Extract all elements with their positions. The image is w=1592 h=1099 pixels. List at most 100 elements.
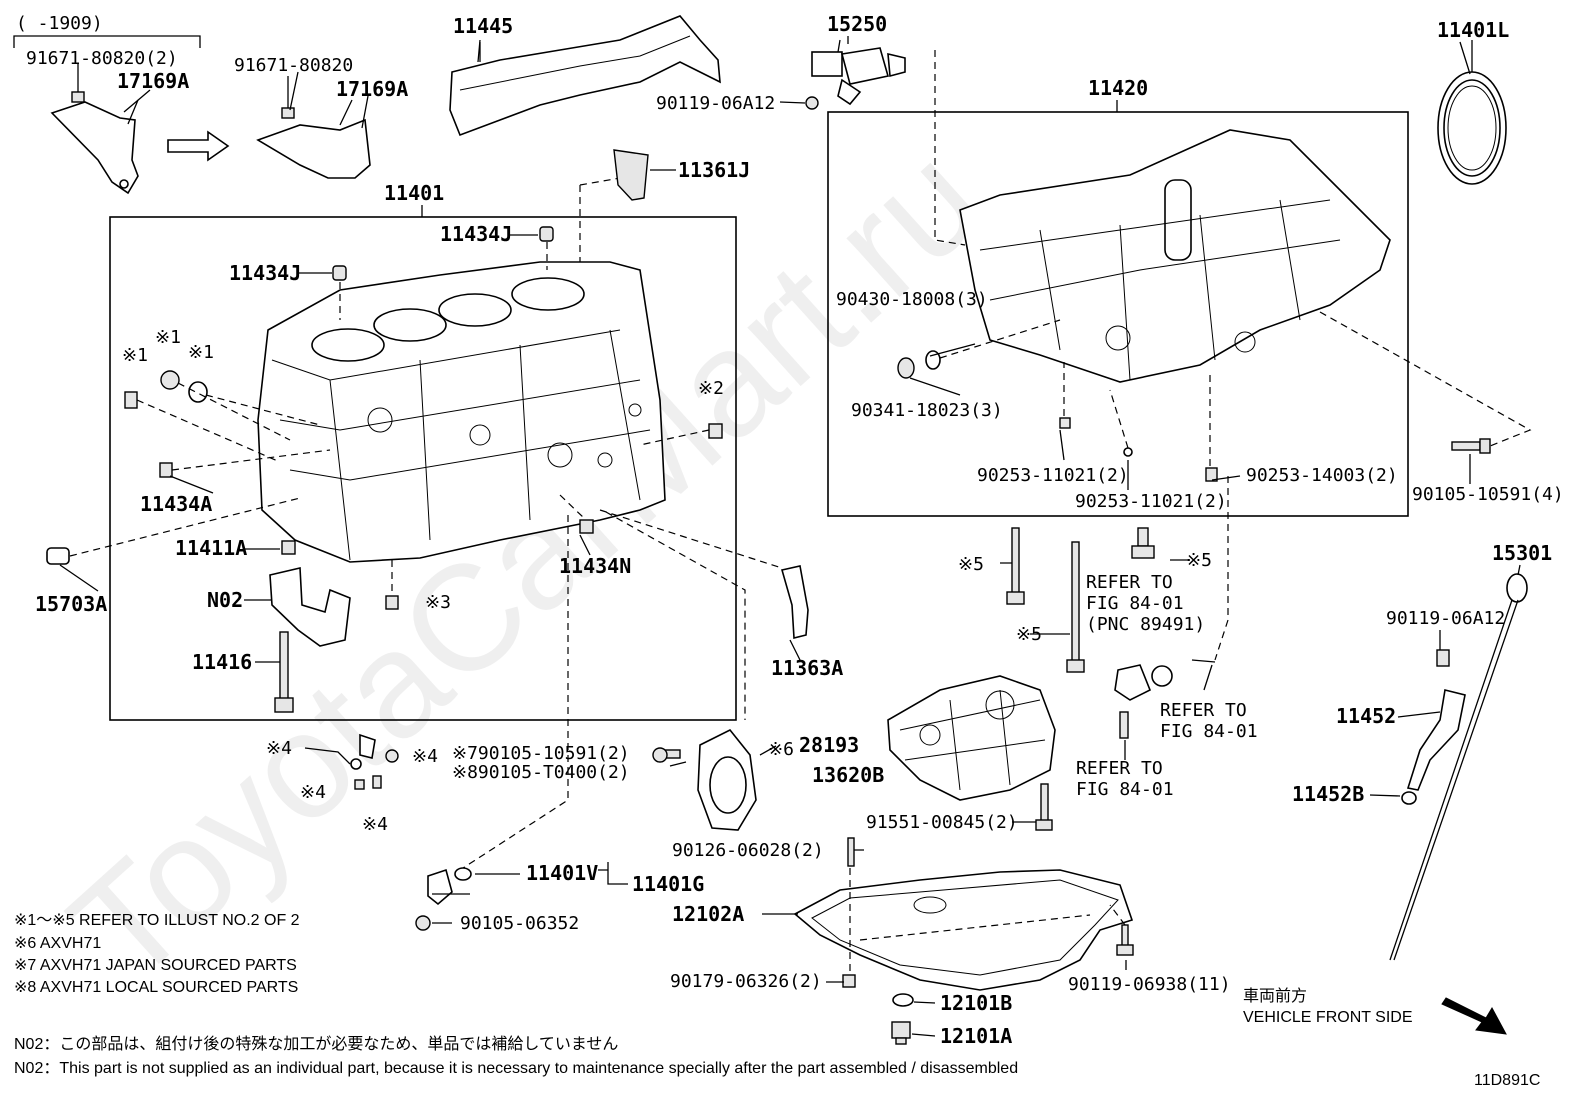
- cap-11434j-b[interactable]: [332, 265, 347, 281]
- drain-plug-12101a[interactable]: [891, 1021, 911, 1045]
- label-90119-06a12-right[interactable]: 90119-06A12: [1386, 608, 1505, 629]
- label-13620b[interactable]: 13620B: [812, 763, 884, 787]
- label-11401v[interactable]: 11401V: [526, 861, 598, 885]
- label-refer-1c[interactable]: (PNC 89491): [1086, 614, 1205, 635]
- cap-11434j-a[interactable]: [539, 226, 554, 242]
- label-n02[interactable]: N02: [207, 588, 243, 612]
- label-11401l[interactable]: 11401L: [1437, 18, 1509, 42]
- label-90119-06a12-top[interactable]: 90119-06A12: [656, 93, 775, 114]
- label-11452[interactable]: 11452: [1336, 704, 1396, 728]
- oil-seal-11401l[interactable]: [1437, 40, 1507, 185]
- cover-11445[interactable]: [449, 15, 721, 137]
- label-91671-80820[interactable]: 91671-80820: [234, 55, 353, 76]
- seal-90430[interactable]: [925, 350, 941, 370]
- pin-90253-a[interactable]: [1059, 417, 1071, 429]
- label-refer-3b[interactable]: FIG 84-01: [1076, 779, 1174, 800]
- label-15301[interactable]: 15301: [1492, 541, 1552, 565]
- bolt-90105-10591[interactable]: [1451, 438, 1491, 454]
- k4-parts[interactable]: [304, 733, 399, 790]
- label-12102a[interactable]: 12102A: [672, 902, 744, 926]
- bracket-17169a-old[interactable]: [50, 101, 139, 195]
- label-11401g[interactable]: 11401G: [632, 872, 704, 896]
- dipstick-15301[interactable]: [1389, 573, 1528, 961]
- stud-90126[interactable]: [847, 837, 855, 867]
- label-90253-14003[interactable]: 90253-14003(2): [1246, 465, 1398, 486]
- bolt-11416[interactable]: [274, 631, 294, 713]
- label-refer-2b[interactable]: FIG 84-01: [1160, 721, 1258, 742]
- label-90126-06028[interactable]: 90126-06028(2): [672, 840, 824, 861]
- bolt-k5-c[interactable]: [1131, 527, 1155, 559]
- label-11434n[interactable]: 11434N: [559, 554, 631, 578]
- bolt-k5-a[interactable]: [1006, 527, 1025, 605]
- plug-15703a[interactable]: [46, 547, 70, 565]
- bearing-cap-n02[interactable]: [269, 567, 351, 647]
- bolt-90105-06352[interactable]: [415, 915, 431, 931]
- label-12101a[interactable]: 12101A: [940, 1024, 1012, 1048]
- label-11434j-a[interactable]: 11434J: [440, 222, 512, 246]
- gasket-28193[interactable]: [697, 728, 757, 831]
- label-11401[interactable]: 11401: [384, 181, 444, 205]
- plug-90341[interactable]: [897, 357, 915, 379]
- label-refer-2a[interactable]: REFER TO: [1160, 700, 1247, 721]
- label-12101b[interactable]: 12101B: [940, 991, 1012, 1015]
- bolt-90105-k7[interactable]: [652, 747, 681, 763]
- plug-set-1[interactable]: [124, 370, 208, 478]
- pin-k3[interactable]: [385, 595, 399, 610]
- label-11434a[interactable]: 11434A: [140, 492, 212, 516]
- pin-11411a[interactable]: [281, 540, 296, 555]
- label-90105-10591-4[interactable]: 90105-10591(4): [1412, 484, 1564, 505]
- bolt-91551[interactable]: [1035, 783, 1053, 831]
- oil-pump-13620b[interactable]: [887, 675, 1056, 801]
- pin-90253-14003[interactable]: [1205, 467, 1218, 482]
- label-11363a[interactable]: 11363A: [771, 656, 843, 680]
- label-90341-18023[interactable]: 90341-18023(3): [851, 400, 1003, 421]
- label-90105-06352[interactable]: 90105-06352: [460, 913, 579, 934]
- label-11420[interactable]: 11420: [1088, 76, 1148, 100]
- label-90430-18008[interactable]: 90430-18008(3): [836, 289, 988, 310]
- label-28193[interactable]: 28193: [799, 733, 859, 757]
- bolt-refer-84-01[interactable]: [1119, 711, 1129, 739]
- label-15250[interactable]: 15250: [827, 12, 887, 36]
- pin-11434n[interactable]: [579, 519, 594, 534]
- bolt-91671[interactable]: [71, 91, 85, 103]
- label-refer-1b[interactable]: FIG 84-01: [1086, 593, 1184, 614]
- label-91551-00845[interactable]: 91551-00845(2): [866, 812, 1018, 833]
- label-90119-06938[interactable]: 90119-06938(11): [1068, 974, 1231, 995]
- label-11361j[interactable]: 11361J: [678, 158, 750, 182]
- label-k7-90105-10591[interactable]: ※790105-10591(2): [452, 743, 630, 764]
- bracket-17169a-new[interactable]: [256, 118, 371, 179]
- cap-11361j[interactable]: [613, 149, 649, 201]
- oil-control-valve-15250[interactable]: [811, 36, 906, 106]
- label-90253-11021-a[interactable]: 90253-11021(2): [977, 465, 1129, 486]
- oil-pan-upper-11420[interactable]: [959, 129, 1391, 383]
- label-91671-80820-2[interactable]: 91671-80820(2): [26, 48, 178, 69]
- label-11416[interactable]: 11416: [192, 650, 252, 674]
- cylinder-block-11401[interactable]: [257, 261, 666, 563]
- bolt-90119-06a12-right[interactable]: [1436, 649, 1450, 667]
- plug-11401v[interactable]: [454, 867, 472, 881]
- label-90253-11021-b[interactable]: 90253-11021(2): [1075, 491, 1227, 512]
- nut-90179[interactable]: [842, 974, 856, 988]
- pin-11434[interactable]: [708, 423, 723, 439]
- label-refer-1a[interactable]: REFER TO: [1086, 572, 1173, 593]
- guide-11452[interactable]: [1406, 689, 1466, 791]
- o-ring-11452b[interactable]: [1401, 791, 1417, 805]
- pin-90253-b[interactable]: [1123, 447, 1133, 457]
- bolt-90119-06a12-top[interactable]: [805, 96, 819, 110]
- label-11445[interactable]: 11445: [453, 14, 513, 38]
- bolt-90119-06938[interactable]: [1116, 924, 1134, 956]
- gasket-11363a[interactable]: [780, 565, 809, 640]
- label-17169a-old[interactable]: 17169A: [117, 69, 189, 93]
- label-11434j-b[interactable]: 11434J: [229, 261, 301, 285]
- oil-pan-12102a[interactable]: [793, 869, 1134, 991]
- gasket-12101b[interactable]: [892, 993, 914, 1007]
- bolt-k5-b[interactable]: [1066, 541, 1085, 673]
- label-refer-3a[interactable]: REFER TO: [1076, 758, 1163, 779]
- oil-pressure-sensor[interactable]: [1114, 659, 1216, 701]
- label-15703a[interactable]: 15703A: [35, 592, 107, 616]
- label-11411a[interactable]: 11411A: [175, 536, 247, 560]
- union-11401g[interactable]: [427, 868, 453, 906]
- label-90179-06326[interactable]: 90179-06326(2): [670, 971, 822, 992]
- label-11452b[interactable]: 11452B: [1292, 782, 1364, 806]
- label-k8-90105-t0400[interactable]: ※890105-T0400(2): [452, 762, 630, 783]
